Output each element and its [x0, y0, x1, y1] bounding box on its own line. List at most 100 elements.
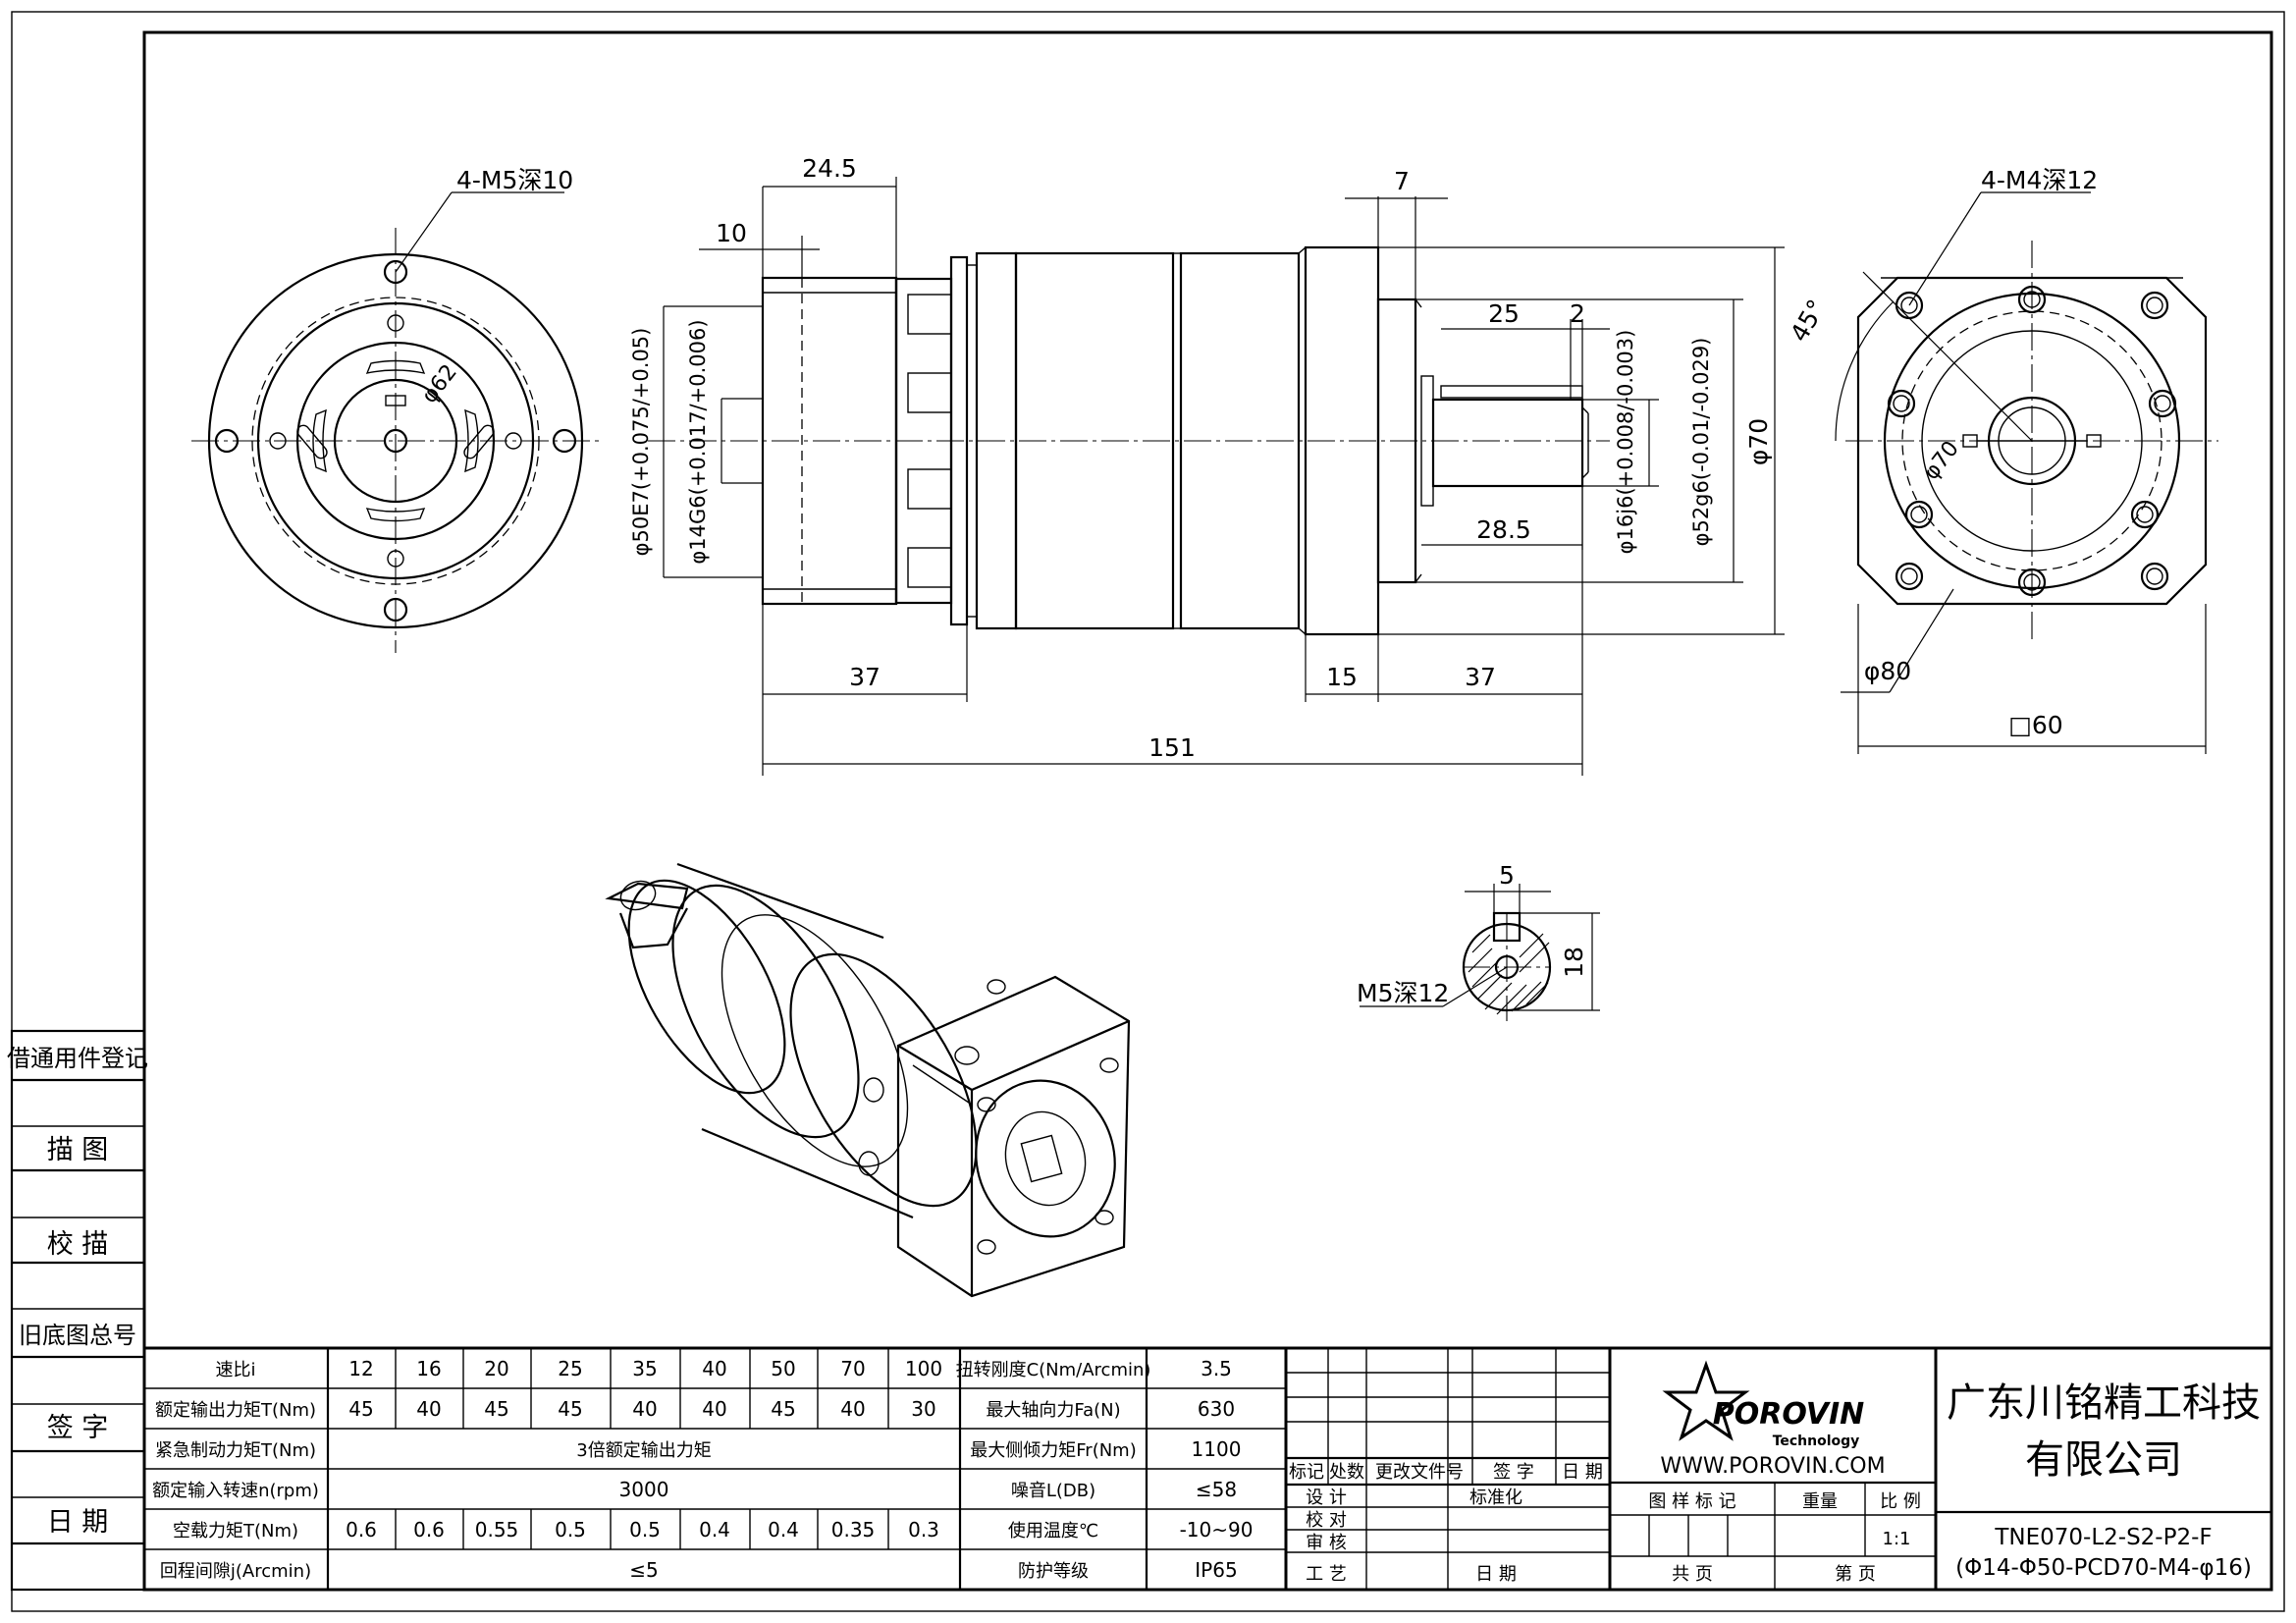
meta-total-pages: 共 页	[1672, 1564, 1713, 1585]
dim-phi70: φ70	[1744, 418, 1773, 465]
noload-torque-cell: 0.5	[555, 1518, 586, 1542]
company-name-line2: 有限公司	[2025, 1437, 2182, 1483]
role-process: 工 艺	[1306, 1564, 1347, 1585]
rev-header-count: 处数	[1329, 1462, 1364, 1483]
dim-15: 15	[1326, 663, 1358, 691]
brand-sub: Technology	[1773, 1434, 1860, 1449]
rev-header-date: 日 期	[1562, 1462, 1603, 1483]
rated-torque-cell: 45	[484, 1397, 508, 1421]
rated-torque-cell: 40	[416, 1397, 441, 1421]
meta-sheet-number: 第 页	[1835, 1564, 1876, 1585]
sheet-border-outer	[11, 11, 2285, 1612]
noload-torque-cell: 0.4	[768, 1518, 799, 1542]
noload-torque-cell: 0.4	[699, 1518, 730, 1542]
noload-torque-cell: 0.55	[475, 1518, 519, 1542]
std-label: 标准化	[1469, 1488, 1522, 1508]
spec-right-value: ≤58	[1196, 1478, 1237, 1501]
side-label-date: 日 期	[47, 1507, 109, 1538]
output-square-label: □60	[2008, 711, 2062, 739]
side-label-register: 借通用件登记	[7, 1045, 148, 1072]
side-label-check: 校 描	[47, 1229, 109, 1260]
spec-label-backlash: 回程间隙j(Arcmin)	[160, 1561, 311, 1582]
spec-label-ratio: 速比i	[215, 1360, 255, 1380]
side-label-sign: 签 字	[47, 1413, 109, 1443]
meta-drawing-mark: 图 样 标 记	[1648, 1491, 1735, 1512]
section-key-width: 5	[1499, 861, 1515, 890]
dim-phi14: φ14G6(+0.017/+0.006)	[686, 319, 710, 564]
dim-24-5: 24.5	[802, 154, 857, 183]
company-block: 广东川铭精工科技 有限公司 TNE070-L2-S2-P2-F (Φ14-Φ50…	[1936, 1380, 2271, 1581]
dim-10: 10	[716, 219, 747, 247]
ratio-cell: 25	[558, 1357, 582, 1380]
ratio-cell: 100	[905, 1357, 942, 1380]
spec-right-label: 最大侧倾力矩Fr(Nm)	[970, 1440, 1137, 1461]
rated-torque-cell: 45	[771, 1397, 795, 1421]
role-proof: 校 对	[1306, 1510, 1347, 1531]
isometric-view	[605, 862, 1131, 1298]
rev-date-label: 日 期	[1475, 1564, 1517, 1585]
brand-name: POROVIN	[1713, 1397, 1865, 1432]
spec-label-emergency-torque: 紧急制动力矩T(Nm)	[155, 1440, 316, 1461]
brand-url: WWW.POROVIN.COM	[1660, 1454, 1885, 1479]
dim-37-output: 37	[1465, 663, 1496, 691]
noload-torque-cell: 0.6	[413, 1518, 445, 1542]
noload-torque-cell: 0.3	[908, 1518, 939, 1542]
rev-header-sign: 签 字	[1493, 1462, 1534, 1483]
emergency-torque-value: 3倍额定输出力矩	[576, 1440, 711, 1461]
title-block: 速比i 额定输出力矩T(Nm) 紧急制动力矩T(Nm) 额定输入转速n(rpm)…	[144, 1346, 2271, 1590]
spec-right-label: 最大轴向力Fa(N)	[986, 1400, 1120, 1421]
ratio-cell: 35	[632, 1357, 657, 1380]
ratio-cell: 40	[702, 1357, 726, 1380]
spec-right-value: IP65	[1195, 1558, 1237, 1582]
dim-28-5: 28.5	[1476, 515, 1531, 544]
side-label-old-number: 旧底图总号	[19, 1322, 136, 1349]
rated-torque-cell: 45	[558, 1397, 582, 1421]
spec-right-label: 噪音L(DB)	[1011, 1481, 1095, 1501]
ratio-cell: 16	[416, 1357, 441, 1380]
section-thread: M5深12	[1357, 979, 1449, 1007]
ratio-cell: 12	[348, 1357, 373, 1380]
spec-right-value: 1100	[1192, 1437, 1242, 1461]
dim-151: 151	[1148, 733, 1196, 762]
spec-label-noload-torque: 空载力矩T(Nm)	[173, 1521, 298, 1542]
rev-header-mark: 标记	[1289, 1462, 1324, 1483]
spec-label-input-speed: 额定输入转速n(rpm)	[152, 1481, 319, 1501]
meta-scale-label: 比 例	[1880, 1491, 1921, 1512]
ratio-cell: 50	[771, 1357, 795, 1380]
role-review: 审 核	[1306, 1533, 1347, 1553]
noload-torque-cell: 0.6	[346, 1518, 377, 1542]
side-label-trace: 描 图	[47, 1135, 109, 1165]
rev-header-docno: 更改文件号	[1375, 1462, 1464, 1483]
dim-25: 25	[1488, 299, 1520, 328]
ratio-cell: 70	[840, 1357, 865, 1380]
dim-7: 7	[1394, 167, 1410, 195]
part-code: TNE070-L2-S2-P2-F	[1994, 1525, 2212, 1550]
sheet-border-inner	[142, 30, 2273, 1592]
spec-right-value: -10~90	[1180, 1518, 1254, 1542]
output-pcd-label: φ70	[1919, 437, 1964, 485]
dim-phi52: φ52g6(-0.01/-0.029)	[1689, 338, 1713, 547]
input-thread-label: 4-M5深10	[456, 166, 573, 194]
spec-right-value: 630	[1198, 1397, 1235, 1421]
noload-torque-cell: 0.5	[629, 1518, 661, 1542]
logo-block: POROVIN Technology WWW.POROVIN.COM 图 样 标…	[1610, 1348, 1938, 1590]
rated-torque-cell: 30	[911, 1397, 935, 1421]
output-outer-label: φ80	[1864, 657, 1911, 685]
part-spec: (Φ14-Φ50-PCD70-M4-φ16)	[1955, 1555, 2252, 1581]
input-pcd-label: φ62	[417, 360, 462, 408]
star-logo-icon	[1662, 1360, 1750, 1441]
section-height: 18	[1560, 947, 1588, 978]
ratio-cell: 20	[484, 1357, 508, 1380]
output-flange-view: 45° 4-M4深12 φ70 φ80 □60	[1785, 166, 2218, 754]
rated-torque-cell: 40	[840, 1397, 865, 1421]
role-design: 设 计	[1306, 1488, 1347, 1508]
output-angle-label: 45°	[1785, 295, 1831, 347]
side-block: 借通用件登记 描 图 校 描 旧底图总号 签 字 日 期	[7, 1029, 148, 1592]
side-view: 24.5 10 7 25 2 28.5 37 15 37 151	[629, 154, 1785, 776]
dim-2: 2	[1570, 299, 1585, 328]
rated-torque-cell: 40	[702, 1397, 726, 1421]
dim-phi16: φ16j6(+0.008/-0.003)	[1614, 330, 1637, 555]
meta-weight: 重量	[1802, 1491, 1838, 1512]
output-thread-label: 4-M4深12	[1981, 166, 2098, 194]
